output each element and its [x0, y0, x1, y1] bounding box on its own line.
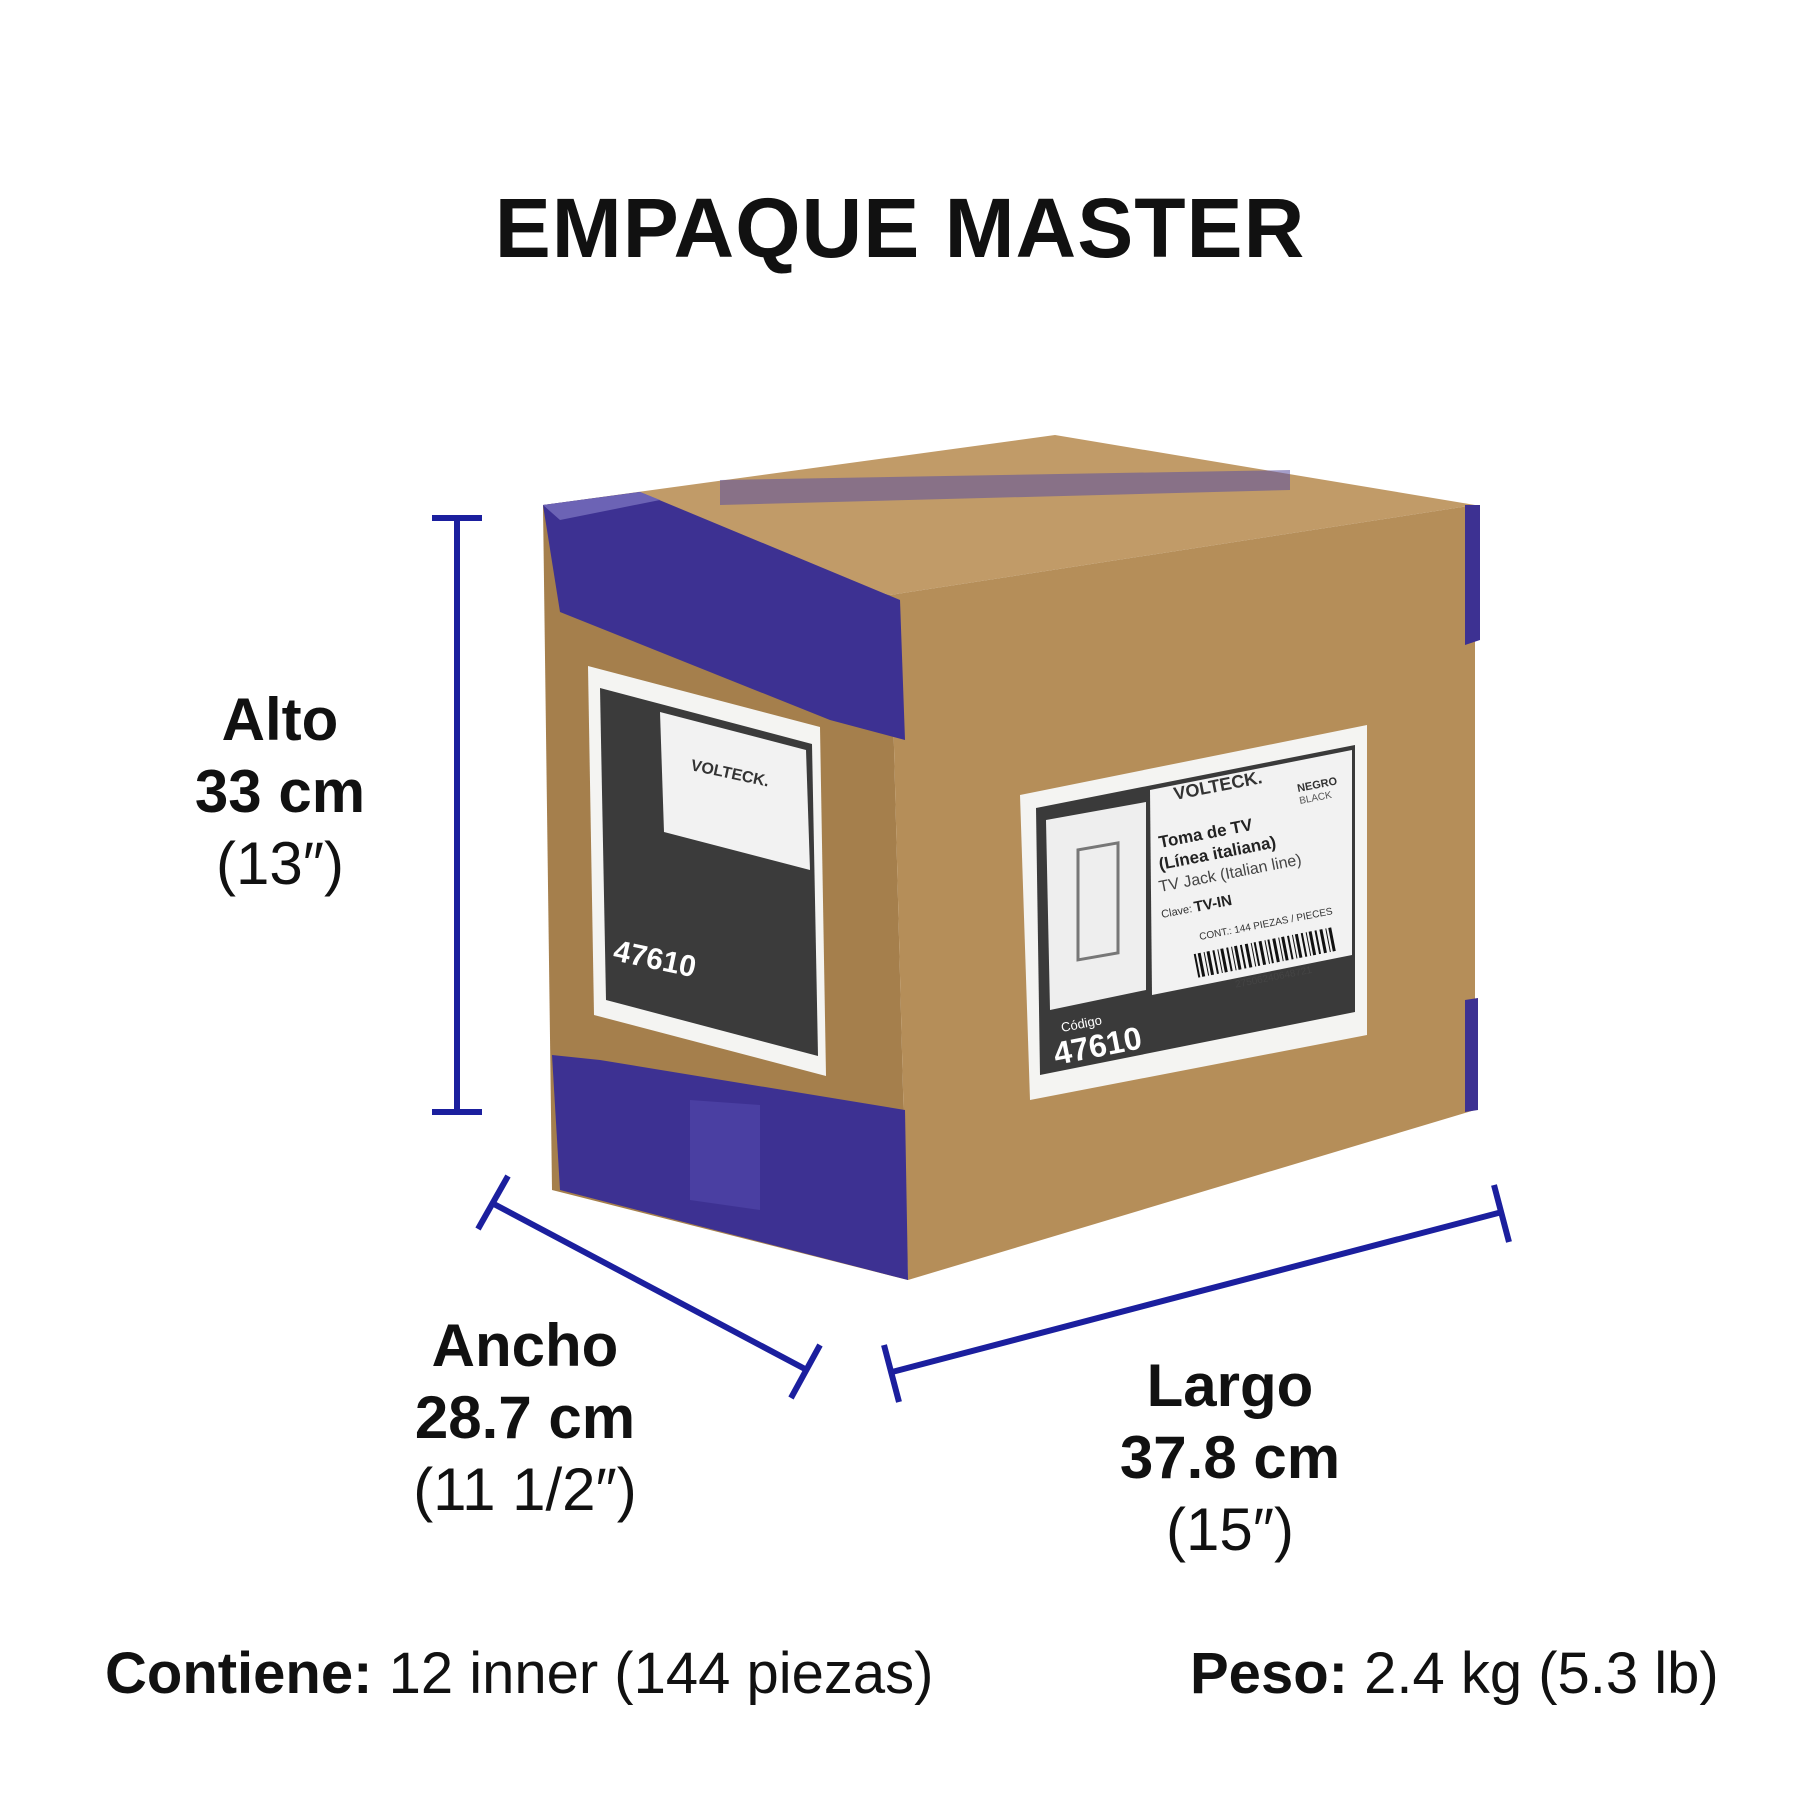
front-label-clave-label: Clave: [1160, 903, 1193, 921]
box-tape-corner [690, 1100, 760, 1210]
contents-info: Contiene: 12 inner (144 piezas) [105, 1640, 933, 1707]
largo-label: Largo [1146, 1352, 1314, 1419]
ancho-metric: 28.7 cm [414, 1384, 636, 1451]
front-label-image [1046, 802, 1146, 1010]
ancho-dimension-line [475, 1174, 823, 1400]
weight-value: 2.4 kg (5.3 lb) [1364, 1641, 1719, 1706]
alto-metric: 33 cm [194, 758, 366, 825]
alto-label: Alto [221, 686, 339, 753]
ancho-label: Ancho [431, 1312, 619, 1379]
box-tape-corner [1465, 505, 1480, 645]
front-label-barcode: 27506240648721 [1188, 923, 1342, 991]
largo-dimension-line [881, 1184, 1512, 1403]
contents-label: Contiene: [105, 1641, 373, 1706]
largo-metric: 37.8 cm [1119, 1424, 1341, 1491]
box-top-tape [720, 470, 1290, 505]
alto-imperial: (13″) [216, 830, 344, 897]
contents-value: 12 inner (144 piezas) [388, 1641, 934, 1706]
box-tape-corner [543, 492, 660, 520]
weight-info: Peso: 2.4 kg (5.3 lb) [1190, 1640, 1719, 1707]
box-tape-corner [543, 492, 905, 740]
largo-label-group: Largo 37.8 cm (15″) [1090, 1350, 1370, 1566]
weight-label: Peso: [1190, 1641, 1348, 1706]
ancho-imperial: (11 1/2″) [413, 1456, 637, 1523]
largo-imperial: (15″) [1166, 1496, 1294, 1563]
alto-label-group: Alto 33 cm (13″) [170, 684, 390, 900]
ancho-label-group: Ancho 28.7 cm (11 1/2″) [385, 1310, 665, 1526]
box-tape-corner [1465, 998, 1478, 1112]
alto-dimension-line [432, 515, 482, 1115]
page-title: EMPAQUE MASTER [494, 181, 1306, 275]
